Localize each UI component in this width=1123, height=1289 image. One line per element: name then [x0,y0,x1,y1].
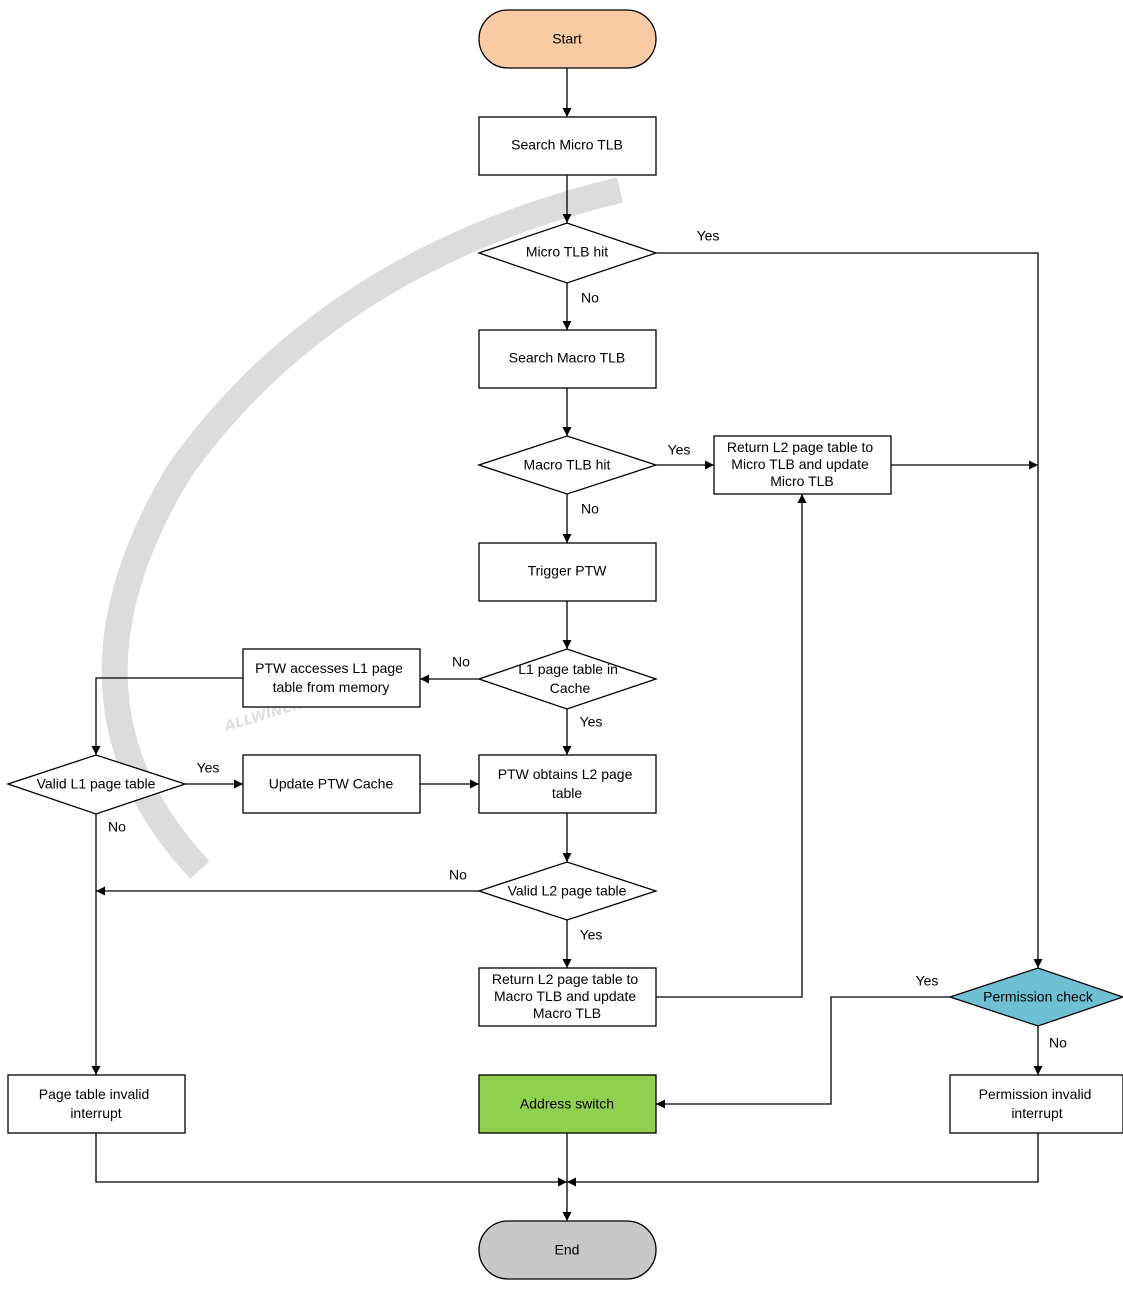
update-ptw-cache-label: Update PTW Cache [269,776,394,792]
label-micro-no: No [581,290,599,306]
valid-l2-decision [476,861,659,921]
label-permission-no: No [1049,1035,1067,1051]
label-permission-yes: Yes [916,973,939,989]
address-switch-box [478,1074,657,1134]
permission-check-label: Permission check [983,989,1094,1005]
permission-invalid-box [949,1074,1123,1134]
ptw-access-l1-box [242,648,421,708]
return-to-micro-tlb-label: Return L2 page table to Micro TLB and up… [727,439,877,489]
edge-page-invalid-to-end [95,1133,567,1187]
edge-return-macro-to-return-micro [656,494,807,998]
page-table-invalid-label: Page table invalid interrupt [39,1086,153,1121]
search-micro-tlb-label: Search Micro TLB [511,137,623,153]
ptw-obtains-l2-label: PTW obtains L2 page table [498,766,637,801]
label-valid-l2-no: No [449,867,467,883]
return-to-macro-tlb-box [478,967,657,1027]
label-l1cache-no: No [452,654,470,670]
trigger-ptw-label: Trigger PTW [528,563,608,579]
label-macro-no: No [581,501,599,517]
micro-tlb-hit-label: Micro TLB hit [526,244,608,260]
label-valid-l1-no: No [108,819,126,835]
macro-tlb-hit-label: Macro TLB hit [524,457,611,473]
search-macro-tlb-label: Search Macro TLB [509,350,625,366]
address-switch-label: Address switch [520,1096,614,1112]
label-macro-yes: Yes [668,442,691,458]
return-to-macro-tlb-label: Return L2 page table to Macro TLB and up… [492,971,642,1021]
edge-micro-hit-yes [656,252,1043,968]
end-label: End [555,1242,580,1258]
ptw-access-l1-label: PTW accesses L1 page table from memory [255,660,407,695]
valid-l1-label: Valid L1 page table [37,776,156,792]
l1-in-cache-label: L1 page table in Cache [518,661,622,696]
ptw-obtains-l2-box [478,754,657,814]
trigger-ptw-box [478,542,657,602]
start-label: Start [552,31,582,47]
edge-permission-invalid-to-end [567,1133,1039,1187]
permission-invalid-label: Permission invalid interrupt [979,1086,1096,1121]
l1-in-cache-decision [476,648,659,710]
update-ptw-cache-box [242,754,421,814]
label-l1cache-yes: Yes [580,714,603,730]
label-valid-l2-yes: Yes [580,927,603,943]
label-valid-l1-yes: Yes [197,760,220,776]
edge-permission-yes [656,996,950,1109]
valid-l2-label: Valid L2 page table [508,883,627,899]
edge-ptw-access-to-valid-l1 [91,677,243,755]
label-micro-yes: Yes [697,228,720,244]
permission-check-decision [947,967,1123,1027]
page-table-invalid-box [7,1074,186,1134]
watermark-swoosh [101,177,624,879]
